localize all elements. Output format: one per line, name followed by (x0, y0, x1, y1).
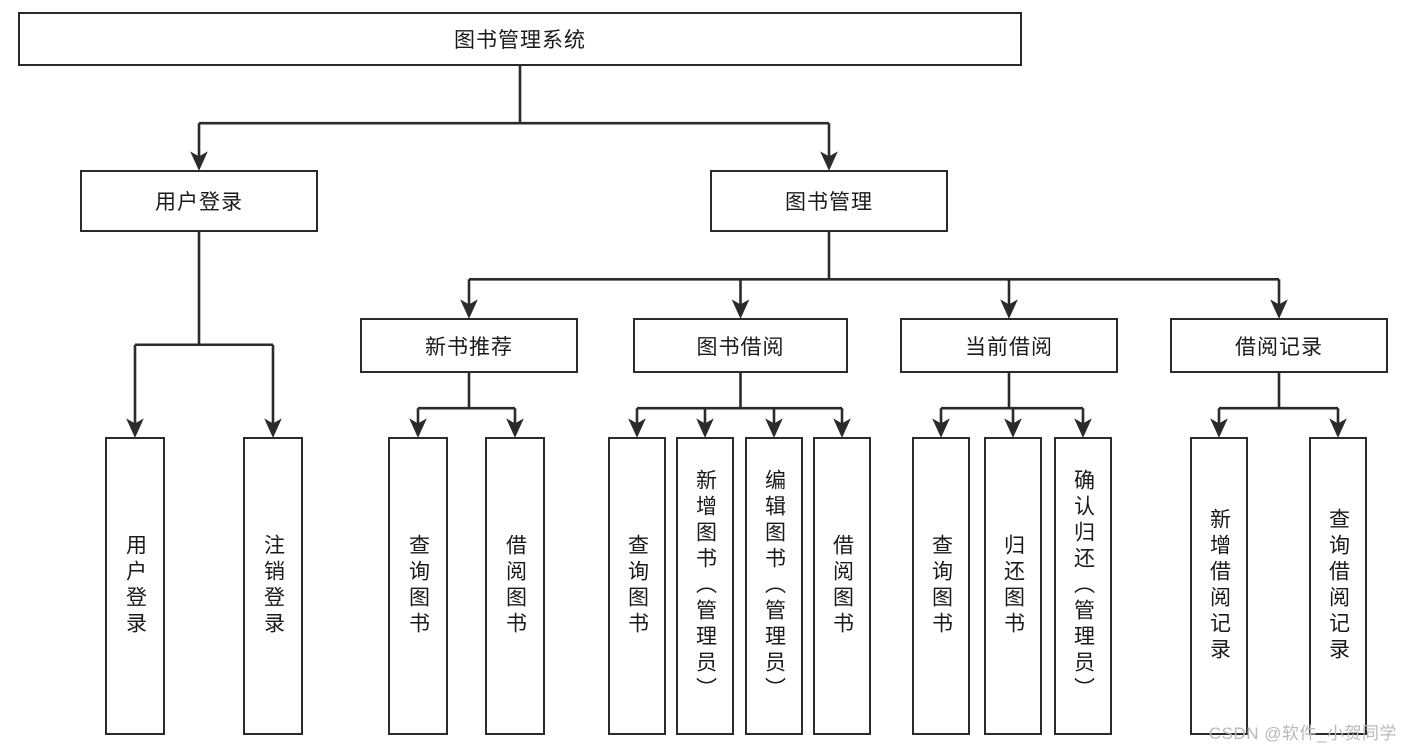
node-label: 借阅图书 (830, 534, 854, 638)
node-l-login-2[interactable]: 注销登录 (243, 437, 303, 735)
node-l-bor-4[interactable]: 借阅图书 (813, 437, 871, 735)
node-label: 图书借阅 (696, 335, 785, 359)
node-label: 新增图书（管理员） (693, 469, 717, 703)
node-records[interactable]: 借阅记录 (1170, 318, 1388, 373)
node-l-bor-2[interactable]: 新增图书（管理员） (676, 437, 734, 735)
node-l-new-2[interactable]: 借阅图书 (485, 437, 545, 735)
node-l-new-1[interactable]: 查询图书 (388, 437, 448, 735)
node-l-cur-2[interactable]: 归还图书 (984, 437, 1042, 735)
node-label: 新书推荐 (425, 335, 513, 359)
node-root[interactable]: 图书管理系统 (18, 12, 1022, 66)
node-newbook[interactable]: 新书推荐 (360, 318, 578, 373)
node-label: 用户登录 (123, 534, 147, 638)
node-borrow[interactable]: 图书借阅 (633, 318, 848, 373)
node-l-login-1[interactable]: 用户登录 (105, 437, 165, 735)
node-label: 注销登录 (261, 534, 285, 638)
node-label: 归还图书 (1001, 534, 1025, 638)
node-label: 借阅记录 (1235, 335, 1323, 359)
watermark-label: CSDN @软件_小贺同学 (1208, 724, 1397, 743)
node-l-bor-1[interactable]: 查询图书 (608, 437, 666, 735)
node-l-cur-1[interactable]: 查询图书 (912, 437, 970, 735)
node-label: 查询图书 (929, 534, 953, 638)
node-l-rec-1[interactable]: 新增借阅记录 (1190, 437, 1248, 735)
node-label: 查询借阅记录 (1326, 508, 1350, 664)
node-current[interactable]: 当前借阅 (900, 318, 1118, 373)
node-label: 新增借阅记录 (1207, 508, 1231, 664)
node-label: 确认归还（管理员） (1071, 469, 1095, 703)
node-l-cur-3[interactable]: 确认归还（管理员） (1054, 437, 1112, 735)
node-label: 当前借阅 (965, 335, 1053, 359)
node-bookmgmt[interactable]: 图书管理 (710, 170, 948, 232)
node-login[interactable]: 用户登录 (80, 170, 318, 232)
node-label: 借阅图书 (503, 534, 527, 638)
node-l-rec-2[interactable]: 查询借阅记录 (1309, 437, 1367, 735)
node-label: 用户登录 (155, 191, 243, 214)
node-label: 编辑图书（管理员） (762, 469, 786, 703)
node-l-bor-3[interactable]: 编辑图书（管理员） (745, 437, 803, 735)
node-label: 图书管理系统 (454, 29, 586, 52)
node-label: 查询图书 (406, 534, 430, 638)
node-label: 查询图书 (625, 534, 649, 638)
node-label: 图书管理 (785, 191, 873, 214)
